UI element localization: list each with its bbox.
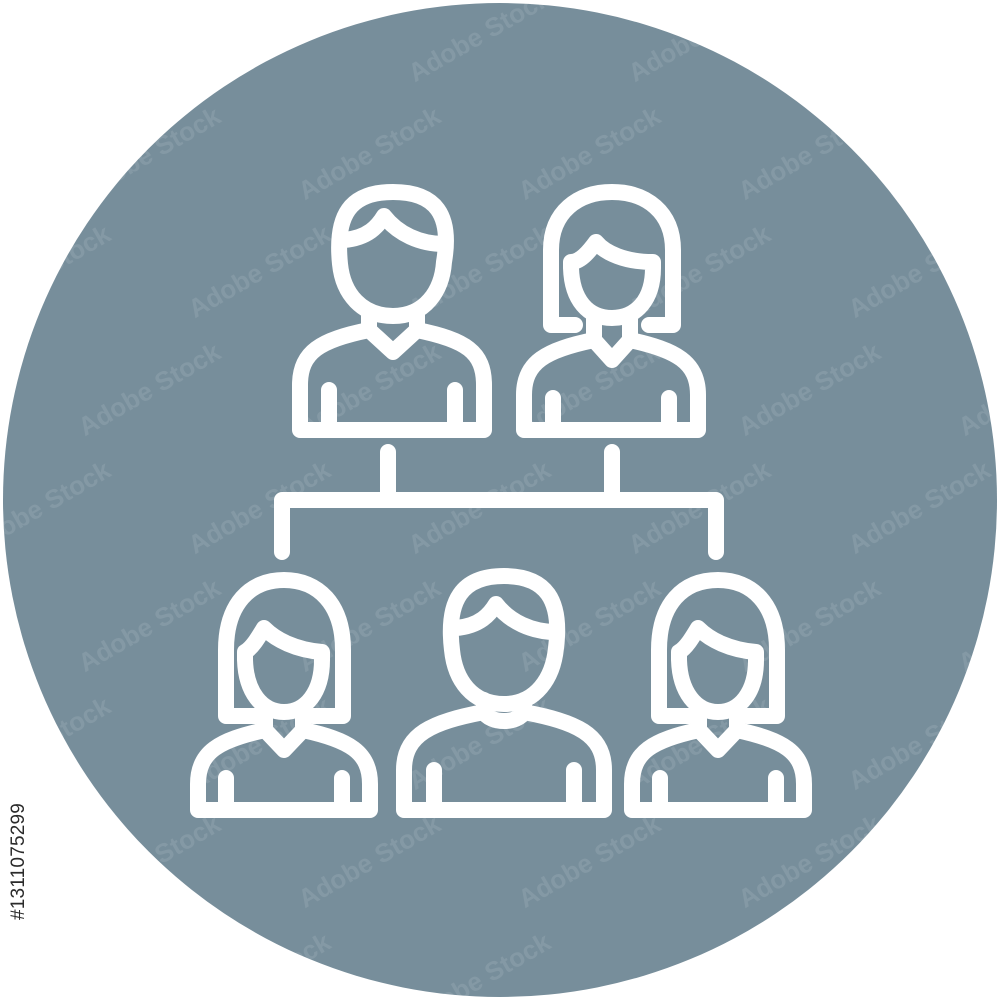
man-avatar-icon [396,568,612,818]
man-avatar-icon [292,184,492,438]
woman-avatar-icon [624,572,812,818]
woman-avatar-icon [516,184,706,438]
woman-avatar-icon [190,572,378,818]
hierarchy-connector-icon [274,444,724,560]
stock-id-label: #1311075299 [8,802,29,920]
